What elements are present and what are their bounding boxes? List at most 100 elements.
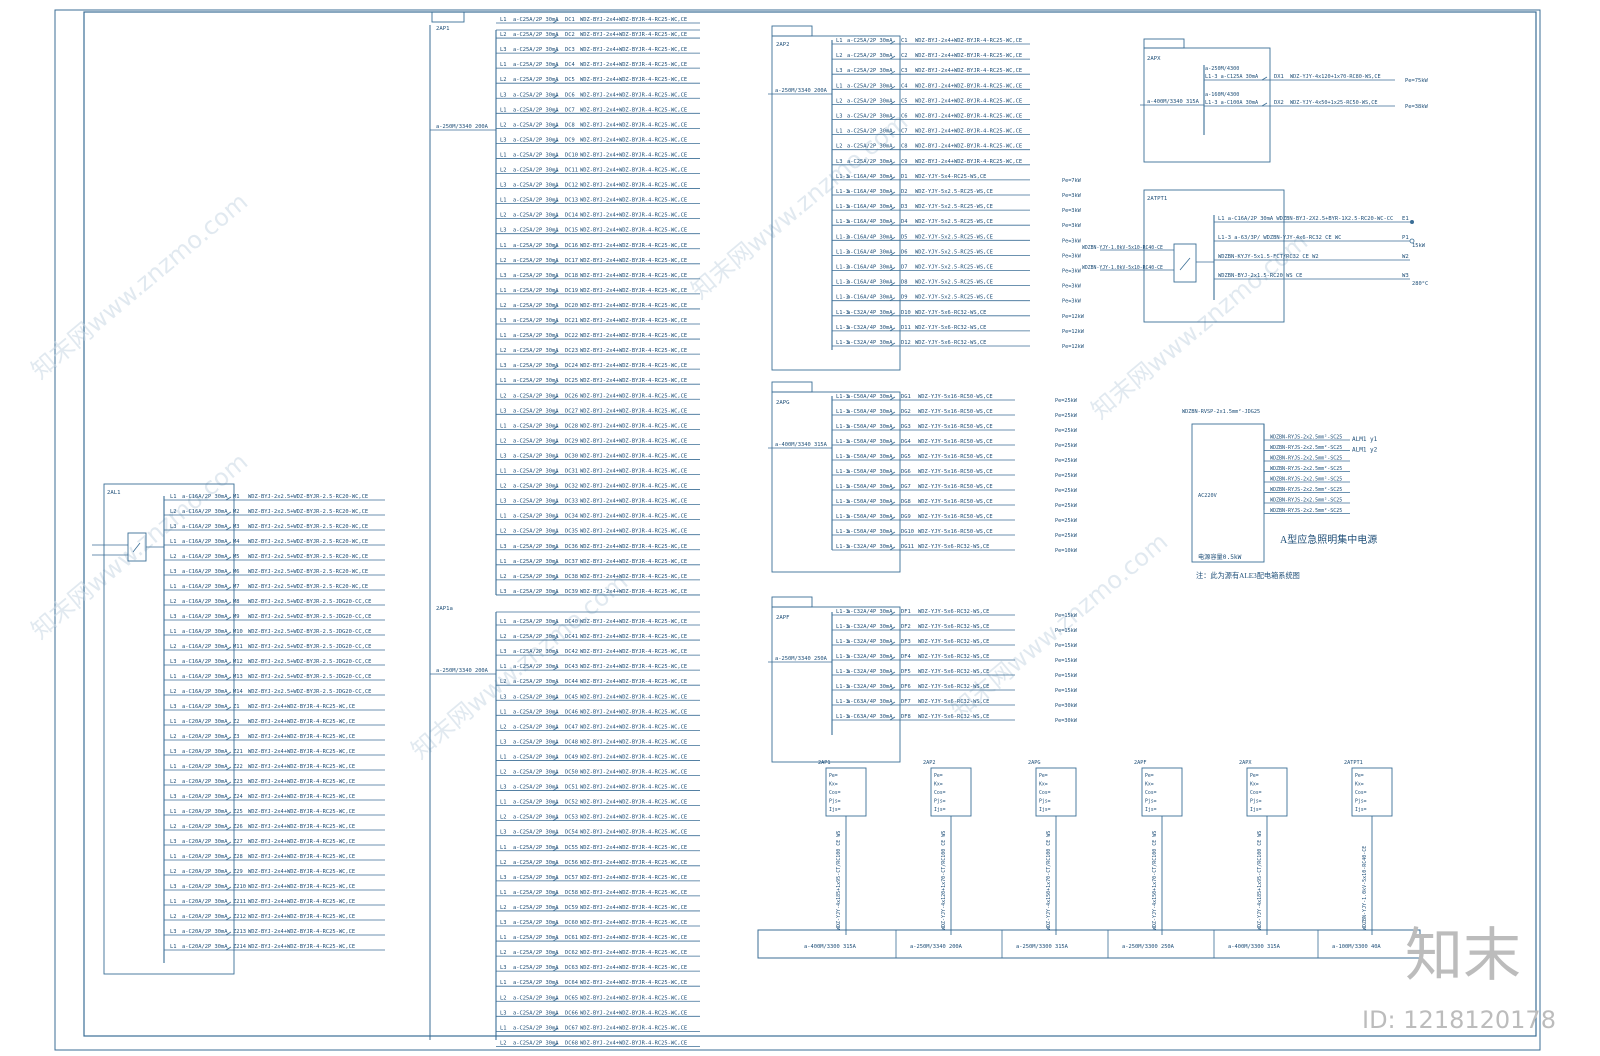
summary-value: Pe= — [1250, 773, 1259, 779]
cable-spec: WDZ-BYJ-2x4+WDZ-BYJR-4-RC25-WC,CE — [580, 664, 687, 670]
bus-breaker: a-250M/3300 315A — [1016, 944, 1069, 950]
summary-value: Ijs= — [934, 807, 946, 813]
breaker-rating: a-C25A/2P 30mA — [513, 469, 559, 475]
breaker-rating: a-C16A/2P 30mA — [182, 599, 228, 605]
load-rating: 15kW — [1412, 243, 1426, 249]
emergency-top-cable: WDZBN-RVSP-2x1.5mm²-JDG25 — [1182, 409, 1260, 415]
phase-label: L2 — [500, 303, 507, 309]
circuit-id: DC20 — [565, 303, 578, 309]
circuit-id: DX2 — [1274, 100, 1284, 106]
breaker-contact-icon — [889, 101, 896, 105]
panel-2ap2-main-breaker: a-250M/3340 200A — [775, 88, 828, 94]
summary-cable: WDZ-YJY-4x120+1x70-CT/RC100 CE WS — [941, 831, 947, 930]
breaker-rating: a-C25A/2P 30mA — [513, 514, 559, 520]
breaker-contact-icon — [552, 832, 559, 837]
cable-spec: WDZ-BYJ-2x4+WDZ-BYJR-4-RC25-WC,CE — [580, 453, 687, 459]
breaker-rating: a-C20A/2P 30mA — [182, 794, 228, 800]
breaker-rating: a-C25A/2P 30mA — [513, 980, 559, 986]
load-rating: Pe=25kW — [1055, 533, 1078, 539]
panel-2atpt1-name: 2ATPT1 — [1147, 196, 1167, 202]
summary-title: 2ATPT1 — [1344, 760, 1363, 766]
phase-label: L2 — [170, 734, 177, 740]
breaker-contact-icon — [552, 185, 559, 189]
circuit-id: DC68 — [565, 1040, 578, 1046]
breaker-contact-icon — [552, 727, 559, 731]
breaker-rating: a-C25A/2P 30mA — [513, 168, 559, 174]
breaker-contact-icon — [552, 982, 559, 987]
cable-spec: WDZ-BYJ-2x4+WDZ-BYJR-4-RC25-WC,CE — [580, 107, 687, 113]
cable-spec: WDZ-BYJ-2x4+WDZ-BYJR-4-RC25-WC,CE — [248, 749, 355, 755]
circuit-id: DF7 — [901, 699, 911, 705]
phase-label: L3 — [170, 524, 177, 530]
cable-spec: WDZ-BYJ-2x4+WDZ-BYJR-4-RC25-WC,CE — [580, 499, 687, 505]
cable-spec: WDZ-YJY-5x2.5-RC25-WS,CE — [915, 265, 993, 271]
breaker-contact-icon — [889, 626, 896, 631]
circuit-id: Z213 — [233, 929, 246, 935]
breaker-contact-icon — [552, 967, 559, 972]
phase-label: L1-3 — [836, 295, 849, 301]
circuit-id: D2 — [901, 189, 908, 195]
circuit-id: DC32 — [565, 484, 578, 490]
circuit-id: C3 — [901, 68, 908, 74]
phase-label: L2 — [500, 484, 507, 490]
phase-label: L1-3 — [836, 699, 849, 705]
circuit-id: DC66 — [565, 1010, 578, 1016]
phase-label: L1 — [170, 584, 177, 590]
emergency-note: 注：此为源有ALE3配电箱系统图 — [1196, 571, 1300, 580]
circuit-id: DG7 — [901, 484, 911, 490]
panel-2al1-name: 2AL1 — [107, 490, 120, 496]
breaker-contact-icon — [889, 686, 896, 691]
load-rating: Pe=25kW — [1055, 443, 1078, 449]
bus-breaker: a-100M/3300 40A — [1332, 944, 1381, 950]
phase-label: L1-3 — [836, 514, 849, 520]
load-rating: Pe=15kW — [1055, 658, 1078, 664]
circuit-id: DC57 — [565, 875, 578, 881]
cable-spec: WDZ-BYJ-2x4+WDZ-BYJR-4-RC25-WC,CE — [915, 114, 1022, 120]
breaker-contact-icon — [225, 691, 232, 696]
cable-spec: WDZ-YJY-5x2.5-RC25-WS,CE — [915, 234, 993, 240]
circuit-id: DC6 — [565, 92, 575, 98]
circuit-id: DF8 — [901, 714, 911, 720]
panel-2ap1a-label: 2AP1a — [436, 606, 453, 612]
breaker-contact-icon — [552, 591, 559, 596]
circuit-id: DG8 — [901, 499, 911, 505]
phase-label: L3 — [170, 614, 177, 620]
circuit-id: DC64 — [565, 980, 578, 986]
breaker-rating: a-C25A/2P 30mA — [513, 348, 559, 354]
panel-2apg-tag — [771, 381, 813, 393]
phase-label: L2 — [500, 77, 507, 83]
breaker-rating: a-C25A/2P 30mA — [513, 423, 559, 429]
breaker-rating: a-C25A/2P 30mA — [513, 1040, 559, 1046]
breaker-contact-icon — [552, 34, 559, 39]
breaker-rating: a-C50A/4P 30mA — [847, 454, 893, 460]
phase-label: L3 — [170, 749, 177, 755]
breaker-rating: a-C50A/4P 30mA — [847, 499, 893, 505]
load-rating: Pe=15kW — [1055, 613, 1078, 619]
summary-cable: WDZ-YJY-4x185+1x95-CT/RC100 CE WS — [1257, 831, 1263, 930]
circuit-id: DC47 — [565, 724, 578, 730]
cable-spec: WDZ-BYJ-2x4+WDZ-BYJR-4-RC25-WC,CE — [915, 98, 1022, 104]
breaker-rating: a-C25A/2P 30mA — [847, 98, 893, 104]
circuit-id: DC4 — [565, 62, 575, 68]
summary-value: Pe= — [934, 773, 943, 779]
phase-label: L3 — [500, 1010, 507, 1016]
circuit-id: Z1 — [233, 704, 240, 710]
breaker-contact-icon — [889, 716, 896, 721]
breaker-rating: a-C16A/2P 30mA — [182, 569, 228, 575]
summary-value: Cos= — [829, 790, 841, 796]
circuit-id: C1 — [901, 38, 908, 44]
circuit-id: DC58 — [565, 890, 578, 896]
cable-spec: WDZ-BYJ-2x4+WDZ-BYJR-4-RC25-WC,CE — [580, 544, 687, 550]
circuit-id: DG11 — [901, 544, 914, 550]
cable-spec: WDZ-YJY-5x16-RC50-WS,CE — [918, 409, 993, 415]
breaker-rating: a-C25A/2P 30mA — [513, 77, 559, 83]
breaker-contact-icon — [552, 79, 559, 84]
breaker-contact-icon — [889, 671, 896, 676]
breaker-rating: a-C25A/2P 30mA — [513, 589, 559, 595]
breaker-rating: a-C16A/2P 30mA — [182, 704, 228, 710]
phase-label: L3 — [170, 659, 177, 665]
breaker-contact-icon — [552, 787, 559, 791]
circuit-id: Z214 — [233, 944, 246, 950]
breaker-contact-icon — [225, 931, 232, 936]
summary-cable: WDZ-YJY-4x185+1x95-CT/RC100 CE WS — [836, 831, 842, 930]
